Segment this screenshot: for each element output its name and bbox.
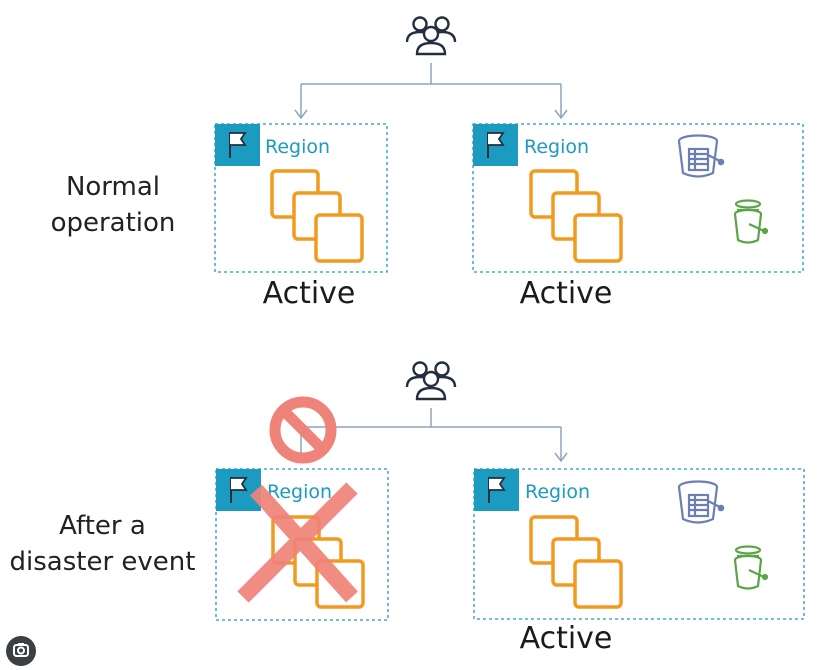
region-box-bottom-left: Region xyxy=(215,468,389,621)
users-group-icon xyxy=(405,361,457,401)
status-label-top-right: Active xyxy=(519,276,613,311)
camera-lens-icon[interactable] xyxy=(6,636,36,666)
row-label-line: Normal xyxy=(65,172,161,202)
status-label-top-left: Active xyxy=(262,276,356,311)
region-box-bottom-right: Region xyxy=(473,468,805,620)
region-label: Region xyxy=(525,481,590,503)
region-box-top-left: Region xyxy=(214,123,388,273)
x-mark-icon xyxy=(237,482,358,603)
row-label-disaster: After a disaster event xyxy=(0,508,205,580)
region-flag-icon xyxy=(473,468,520,512)
region-flag-icon xyxy=(472,123,519,167)
region-box-top-right: Region xyxy=(472,123,804,273)
status-label-bottom-right: Active xyxy=(519,621,613,656)
top-connector-lines xyxy=(294,63,568,120)
region-label: Region xyxy=(524,136,589,158)
region-label: Region xyxy=(265,136,330,158)
region-flag-icon xyxy=(215,468,262,512)
region-flag-icon xyxy=(214,123,261,167)
prohibited-icon xyxy=(269,396,337,464)
region-label: Region xyxy=(267,481,332,503)
row-label-normal: Normal operation xyxy=(18,169,208,241)
row-label-line: operation xyxy=(50,208,176,238)
row-label-line: After a xyxy=(59,511,146,541)
row-label-line: disaster event xyxy=(9,547,196,577)
users-group-icon xyxy=(405,16,457,56)
